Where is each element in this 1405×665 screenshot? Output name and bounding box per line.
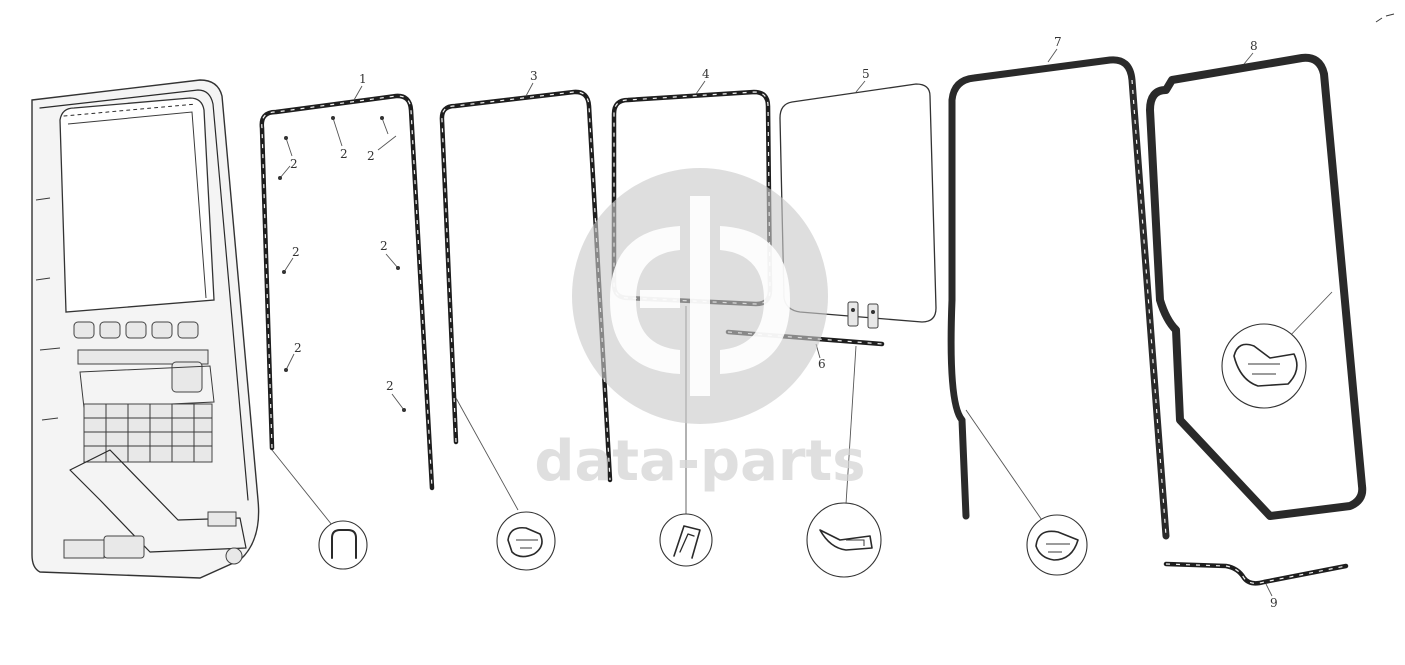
label-9: 9 xyxy=(1270,596,1278,610)
label-2d: 2 xyxy=(292,245,300,259)
part-6-profile-callout xyxy=(806,502,882,578)
label-5: 5 xyxy=(862,67,870,81)
label-2e: 2 xyxy=(380,239,388,253)
door-assembly xyxy=(31,79,260,579)
label-6: 6 xyxy=(818,357,826,371)
label-2a: 2 xyxy=(290,157,298,171)
label-4: 4 xyxy=(702,67,710,81)
part-8-outer-seal: 8 xyxy=(1146,39,1367,520)
corner-mark xyxy=(1375,13,1395,23)
label-8: 8 xyxy=(1250,39,1258,53)
label-7: 7 xyxy=(1054,35,1062,49)
part-4-profile-callout xyxy=(659,513,713,567)
watermark-text: data-parts xyxy=(534,429,865,494)
fastener-callouts: 2 2 2 2 2 2 2 xyxy=(278,116,406,412)
glass-mount-brackets xyxy=(847,301,879,329)
label-2g: 2 xyxy=(386,379,394,393)
part-3-seal: 3 xyxy=(439,69,613,571)
watermark-logo xyxy=(572,168,828,424)
part-8-profile-callout xyxy=(1221,323,1307,409)
part-7-profile-callout xyxy=(1026,514,1088,576)
part-3-profile-callout xyxy=(496,511,556,571)
label-2f: 2 xyxy=(294,341,302,355)
label-2b: 2 xyxy=(340,147,348,161)
label-3: 3 xyxy=(530,69,538,83)
label-2c: 2 xyxy=(367,149,375,163)
label-1: 1 xyxy=(359,72,367,86)
part-7-frame-seal: 7 xyxy=(947,35,1170,576)
part-9-lower-strip: 9 xyxy=(1163,561,1349,610)
part-1-profile-callout xyxy=(318,520,368,570)
part-1-seal: 1 2 2 2 2 2 2 2 xyxy=(259,72,435,570)
door-vent-slots xyxy=(73,321,199,339)
